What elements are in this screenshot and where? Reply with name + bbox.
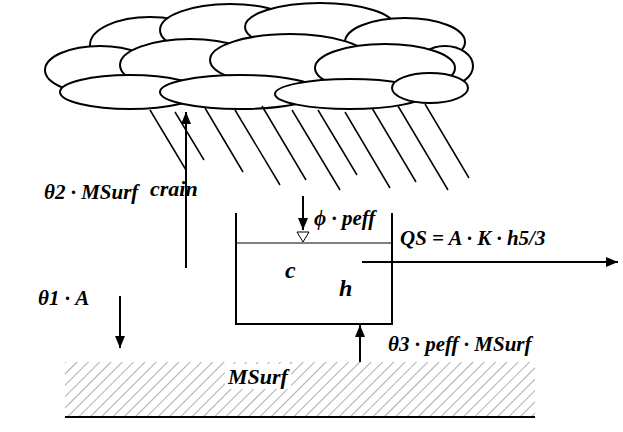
rain-streak <box>345 112 390 188</box>
rain-streak <box>175 112 204 160</box>
rain-streak <box>150 110 186 170</box>
inflow-arrow <box>302 196 304 230</box>
water-level-symbol <box>297 232 309 242</box>
outflow-equation: QS = A · K · h5/3 <box>400 226 545 250</box>
ground-line <box>65 416 535 418</box>
surface-ground: MSurf <box>65 362 535 418</box>
concentration-symbol: c <box>285 257 296 285</box>
flux-connector <box>359 325 361 362</box>
rain-streak <box>205 108 243 172</box>
flux-label: θ2 · MSurf <box>44 180 138 204</box>
rain-streak <box>372 108 416 182</box>
outflow-arrow <box>362 261 618 263</box>
connector-label: θ3 · peff · MSurf <box>385 332 535 356</box>
surface-mass-label: MSurf <box>225 364 291 389</box>
cloud <box>45 3 473 109</box>
rain-streak <box>398 106 448 190</box>
flux-label: θ1 · A <box>38 286 89 310</box>
rain <box>150 104 469 190</box>
flux-arrow-down <box>119 296 121 348</box>
rain-streak <box>292 110 340 190</box>
cloud-puff <box>392 73 468 103</box>
water-surface <box>237 243 391 244</box>
soil-hatching <box>65 362 535 418</box>
rain-streak <box>318 110 357 175</box>
depth-symbol: h <box>339 275 352 303</box>
rain-concentration: crain <box>150 176 198 201</box>
inflow-label: ϕ · peff <box>314 206 375 230</box>
ground-outline <box>65 362 535 418</box>
rain-streak <box>235 110 280 185</box>
rain-streak <box>425 104 469 178</box>
rain-streak <box>262 106 306 180</box>
